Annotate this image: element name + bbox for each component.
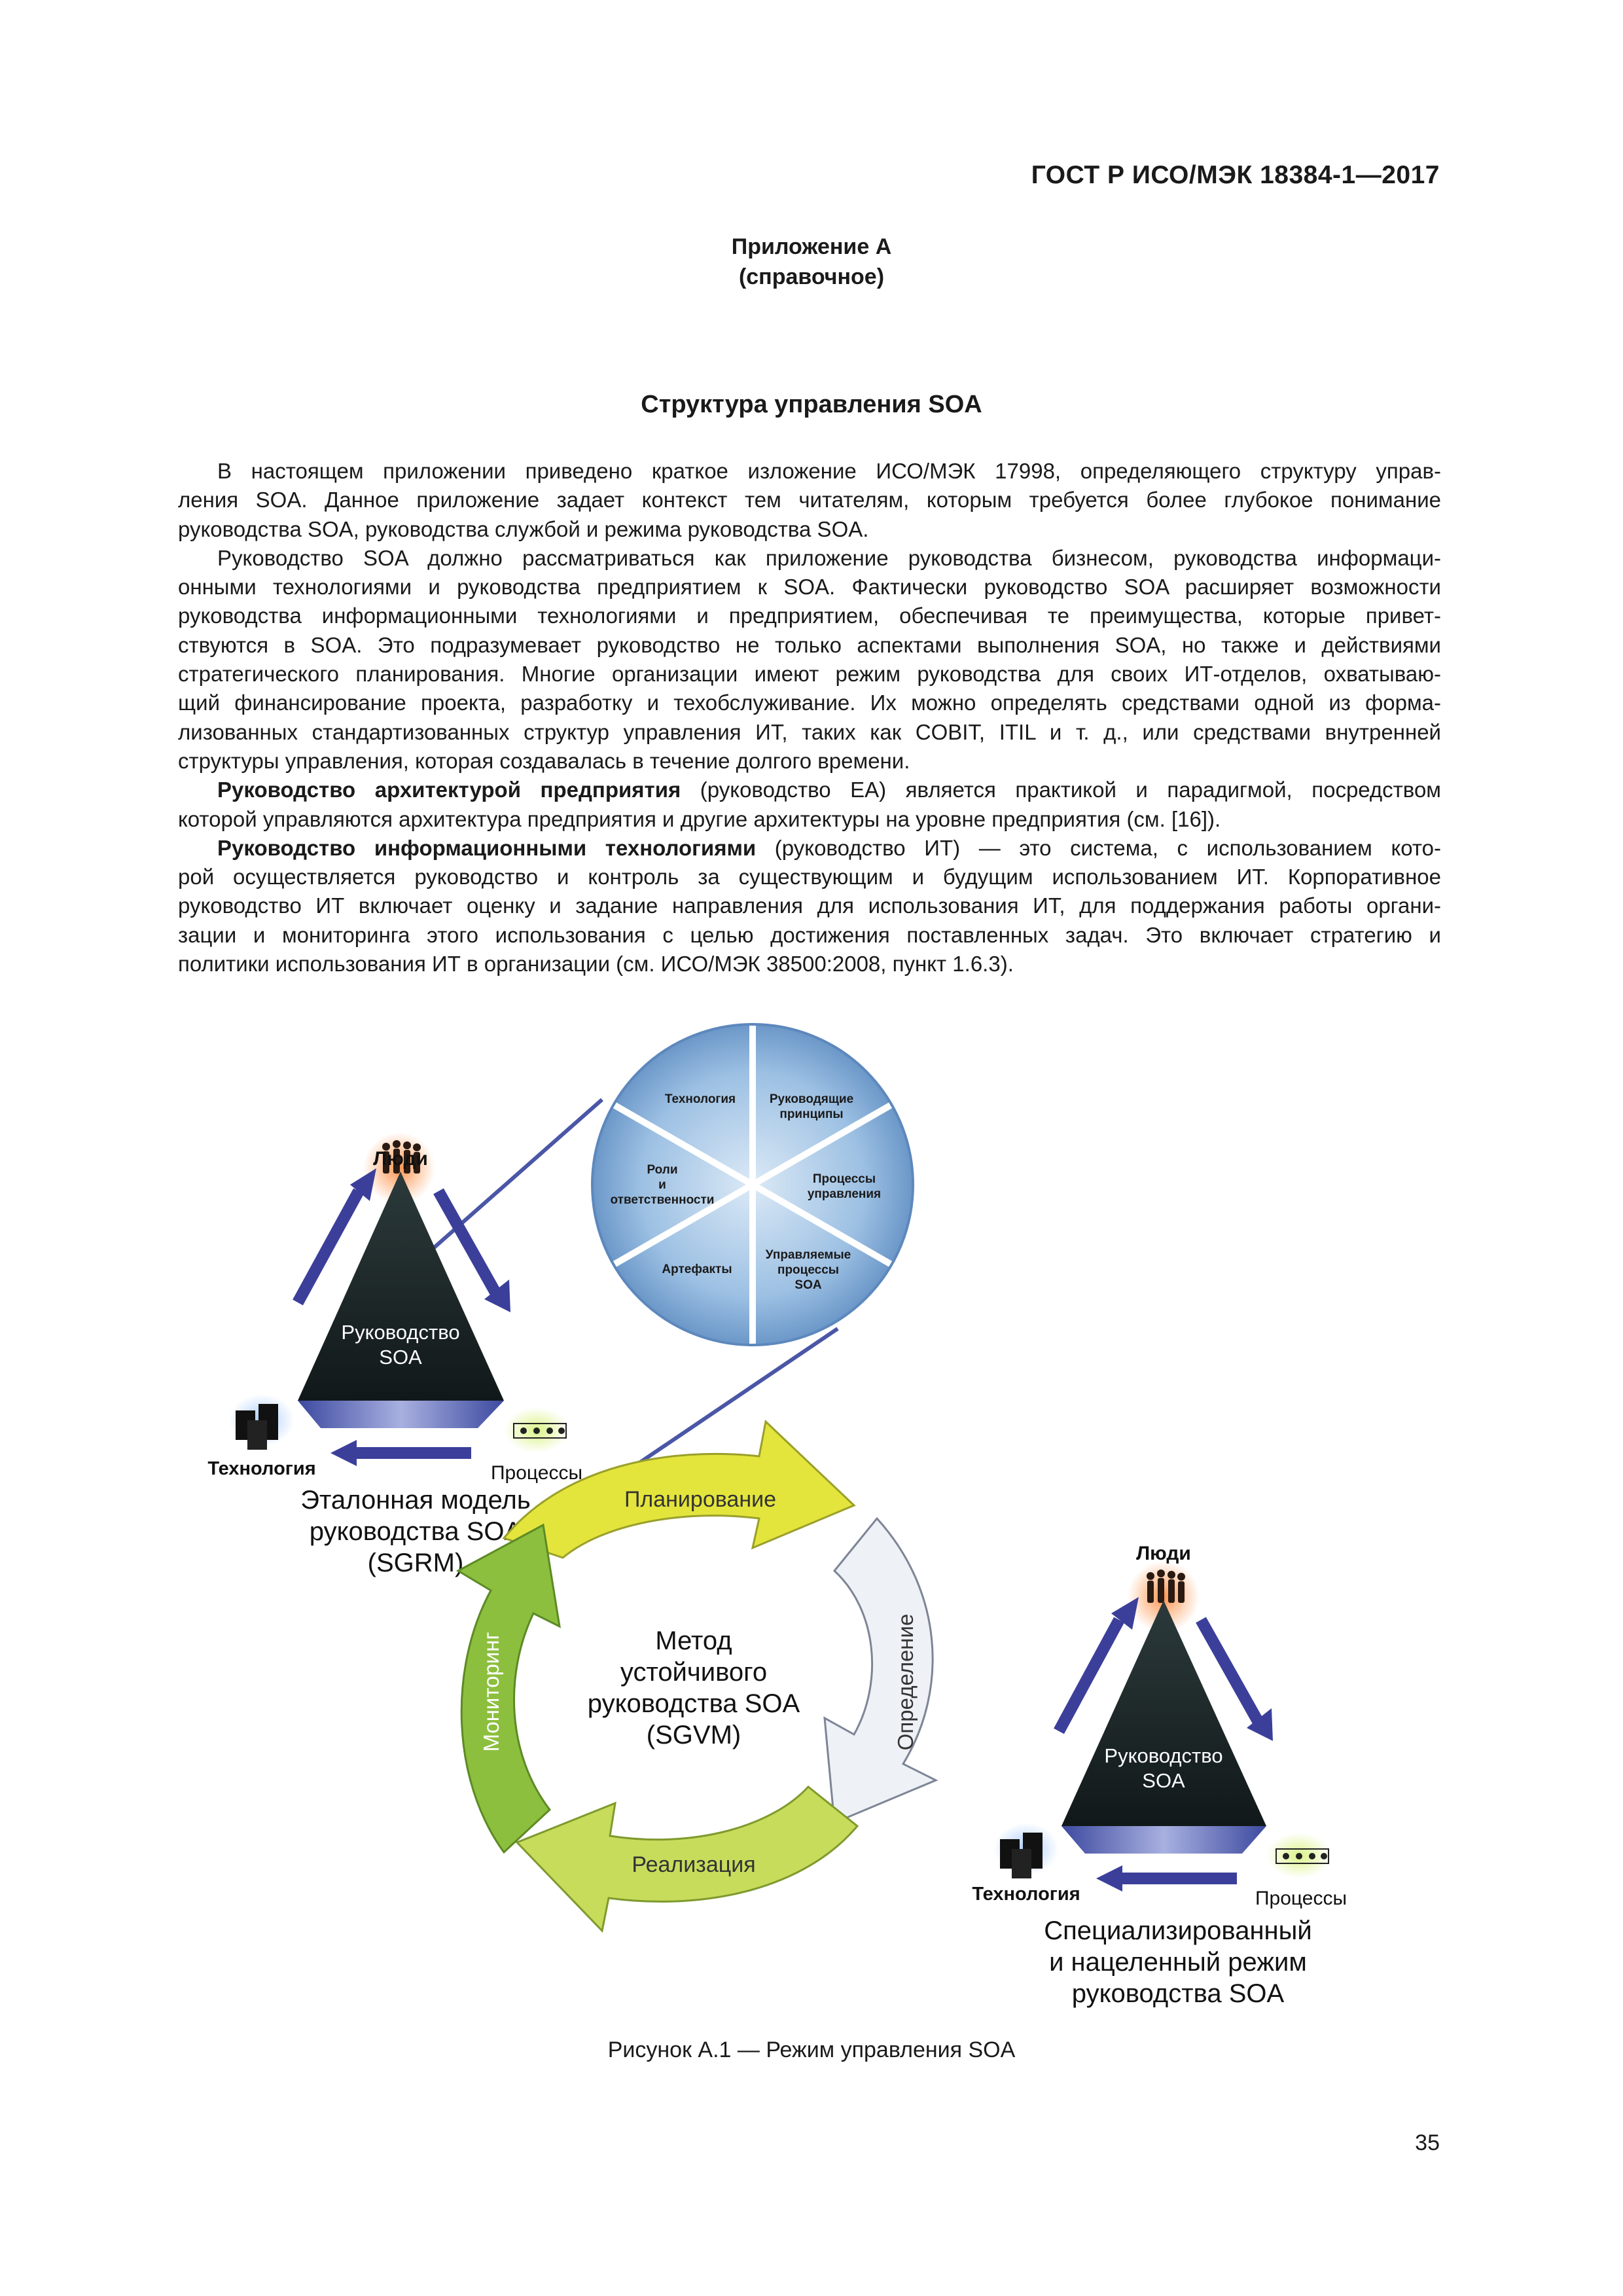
paragraph-4: Руководство информационными технологиями…	[178, 834, 1441, 978]
servers-icon	[993, 1823, 1059, 1878]
document-code: ГОСТ Р ИСО/МЭК 18384-1—2017	[1031, 161, 1440, 189]
section-title: Структура управления SOA	[641, 391, 982, 418]
implementation-label: Реализация	[632, 1852, 755, 1877]
sgvm-center-label: Метод	[655, 1626, 732, 1655]
text-line: руководства информационными технологиями…	[178, 603, 1441, 628]
processes-label: Процессы	[1255, 1888, 1347, 1909]
text-line: Руководство информационными технологиями…	[178, 834, 1441, 863]
page-number: 35	[1415, 2130, 1440, 2155]
figure-caption: Рисунок А.1 — Режим управления SOA	[607, 2037, 1016, 2062]
text-line: руководство ИТ включает оценку и задание…	[178, 893, 1441, 918]
paragraph-2: Руководство SOA должно рассматриваться к…	[178, 544, 1441, 776]
monitoring-label: Мониторинг	[479, 1632, 503, 1751]
text-line: В настоящем приложении приведено краткое…	[217, 459, 1441, 483]
term-ea-governance: Руководство архитектурой предприятия	[217, 778, 681, 802]
triangle-label: Руководство	[341, 1321, 459, 1344]
wheel-segment-technology: Технология	[665, 1092, 736, 1106]
text-line: зации и мониторинга этого использования …	[178, 922, 1441, 947]
sgrm-label-line: Эталонная модель	[300, 1486, 530, 1515]
text-line: ствуются в SOA. Это подразумевает руково…	[178, 632, 1441, 657]
sgvm-cycle: Планирование Определение Реализация Мони…	[455, 1420, 938, 1933]
left-governance-triangle: Люди Руководство SOA Технология Процессы	[207, 1132, 582, 1484]
term-it-governance: Руководство информационными технологиями	[217, 835, 757, 860]
text-line: политики использования ИТ в организации …	[178, 952, 1014, 977]
definition-label: Определение	[893, 1614, 918, 1751]
people-icon	[1147, 1570, 1185, 1603]
sgvm-center-label: устойчивого	[620, 1658, 767, 1687]
governance-components-wheel: Технология Руководящие принципы Процессы…	[591, 1023, 914, 1346]
paragraph-3: Руководство архитектурой предприятия (ру…	[178, 776, 1441, 834]
text-line: щий финансирование проекта, разработку и…	[178, 691, 1441, 715]
planning-label: Планирование	[624, 1487, 776, 1512]
figure-diagram: Люди Руководство SOA Технология Процессы…	[207, 1023, 1347, 2008]
wheel-segment-governed-processes: процессы	[777, 1263, 839, 1277]
wheel-segment-roles: и	[658, 1178, 666, 1192]
triangle-label: SOA	[1142, 1769, 1185, 1792]
text-line: Руководство SOA должно рассматриваться к…	[217, 545, 1441, 570]
planning-arrow	[502, 1420, 856, 1559]
text-span: (руководство ЕА) является практикой и па…	[681, 778, 1441, 802]
monitoring-arrow	[455, 1523, 561, 1854]
wheel-segment-principles: принципы	[779, 1107, 843, 1121]
connector-line	[614, 1327, 839, 1481]
text-line: лизованных стандартизованных структур уп…	[178, 719, 1441, 744]
annex-title: Приложение А	[731, 234, 892, 259]
sgrm-label-line: (SGRM)	[368, 1549, 464, 1577]
wheel-segment-principles: Руководящие	[770, 1092, 853, 1106]
wheel-segment-artifacts: Артефакты	[662, 1263, 732, 1276]
text-line: онными технологиями и руководства предпр…	[178, 575, 1441, 600]
annex-subtitle: (справочное)	[738, 264, 885, 289]
body-text: В настоящем приложении приведено краткое…	[178, 457, 1441, 978]
sgrm-label-line: руководства SOA	[310, 1517, 522, 1546]
people-icon	[382, 1140, 421, 1174]
specialized-regime-label: Специализированный и нацеленный режим ру…	[1044, 1916, 1311, 2008]
text-line: которой управляются архитектура предприя…	[178, 806, 1221, 831]
triangle-label: Руководство	[1104, 1744, 1222, 1767]
text-line: стратегического планирования. Многие орг…	[178, 662, 1441, 687]
technology-label: Технология	[972, 1884, 1080, 1905]
paragraph-1: В настоящем приложении приведено краткое…	[178, 457, 1441, 544]
technology-label: Технология	[207, 1458, 315, 1479]
specialized-label-line: Специализированный	[1044, 1916, 1311, 1945]
wheel-segment-management-processes: управления	[808, 1187, 881, 1201]
figure-soa-governance: Люди Руководство SOA Технология Процессы…	[196, 1021, 1387, 2042]
sgrm-label: Эталонная модель руководства SOA (SGRM)	[300, 1486, 530, 1577]
triangle-label: SOA	[379, 1346, 422, 1369]
people-label: Люди	[1136, 1543, 1191, 1564]
wheel-segment-governed-processes: SOA	[794, 1278, 821, 1292]
text-line: Руководство архитектурой предприятия (ру…	[178, 776, 1441, 804]
text-line: ления SOA. Данное приложение задает конт…	[178, 488, 1441, 512]
text-line: руководства SOA, руководства службой и р…	[178, 516, 869, 541]
processes-label: Процессы	[491, 1462, 582, 1484]
text-line: структуры управления, которая создавалас…	[178, 748, 910, 773]
process-diagram-icon	[1266, 1833, 1332, 1878]
specialized-label-line: руководства SOA	[1072, 1979, 1285, 2008]
sgvm-center-label: руководства SOA	[588, 1689, 800, 1718]
text-span: (руководство ИТ) — это система, с исполь…	[756, 835, 1441, 860]
wheel-segment-governed-processes: Управляемые	[766, 1248, 851, 1262]
specialized-label-line: и нацеленный режим	[1049, 1948, 1307, 1977]
text-line: рой осуществляется руководство и контрол…	[178, 865, 1441, 889]
process-diagram-icon	[504, 1407, 569, 1453]
sgvm-center-label: (SGVM)	[647, 1721, 741, 1749]
wheel-segment-roles: Роли	[647, 1163, 677, 1177]
definition-arrow	[823, 1516, 938, 1825]
people-label: Люди	[373, 1148, 428, 1170]
servers-icon	[229, 1394, 294, 1450]
wheel-segment-management-processes: Процессы	[813, 1172, 876, 1186]
wheel-segment-roles: ответственности	[611, 1193, 715, 1207]
implementation-arrow	[515, 1785, 859, 1933]
right-governance-triangle: Люди Руководство SOA Технология Процессы	[972, 1543, 1347, 1909]
